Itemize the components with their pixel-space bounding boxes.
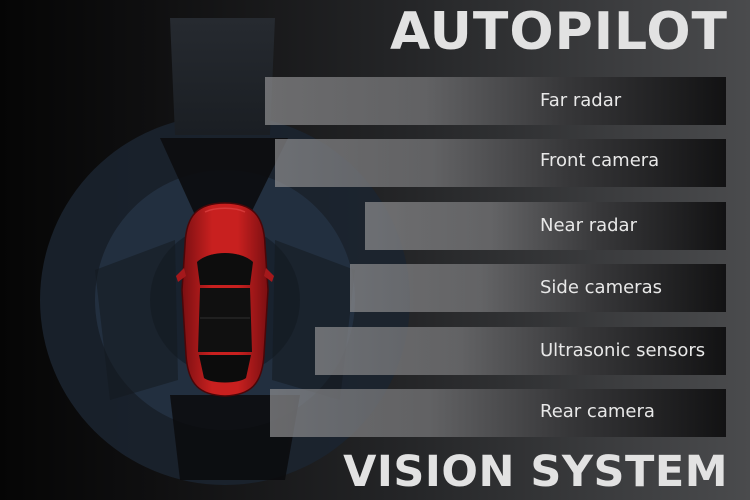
windshield: [197, 253, 253, 285]
bar-near-radar: [365, 202, 726, 250]
right-mirror: [264, 268, 274, 282]
front-camera-cone: [160, 138, 288, 215]
bar-side-cameras: [350, 264, 726, 312]
rear-window: [199, 355, 251, 383]
side-camera-left: [95, 240, 178, 400]
page-subtitle: VISION SYSTEM: [343, 447, 728, 497]
label-far-radar: Far radar: [540, 90, 622, 111]
car-top-view: [176, 202, 274, 397]
label-ultrasonic-sensors: Ultrasonic sensors: [540, 340, 706, 361]
bar-far-radar: [265, 77, 726, 125]
label-front-camera: Front camera: [540, 150, 660, 171]
far-radar-beam: [170, 18, 275, 135]
label-rear-camera: Rear camera: [540, 401, 655, 422]
rear-camera-cone: [170, 395, 300, 480]
glass-roof: [198, 288, 252, 352]
label-near-radar: Near radar: [540, 215, 637, 236]
left-mirror: [176, 268, 186, 282]
page-title: AUTOPILOT: [390, 2, 728, 62]
bar-front-camera: [275, 139, 726, 187]
label-side-cameras: Side cameras: [540, 277, 662, 298]
bar-ultrasonic-sensors: [315, 327, 726, 375]
bar-rear-camera: [270, 389, 726, 437]
